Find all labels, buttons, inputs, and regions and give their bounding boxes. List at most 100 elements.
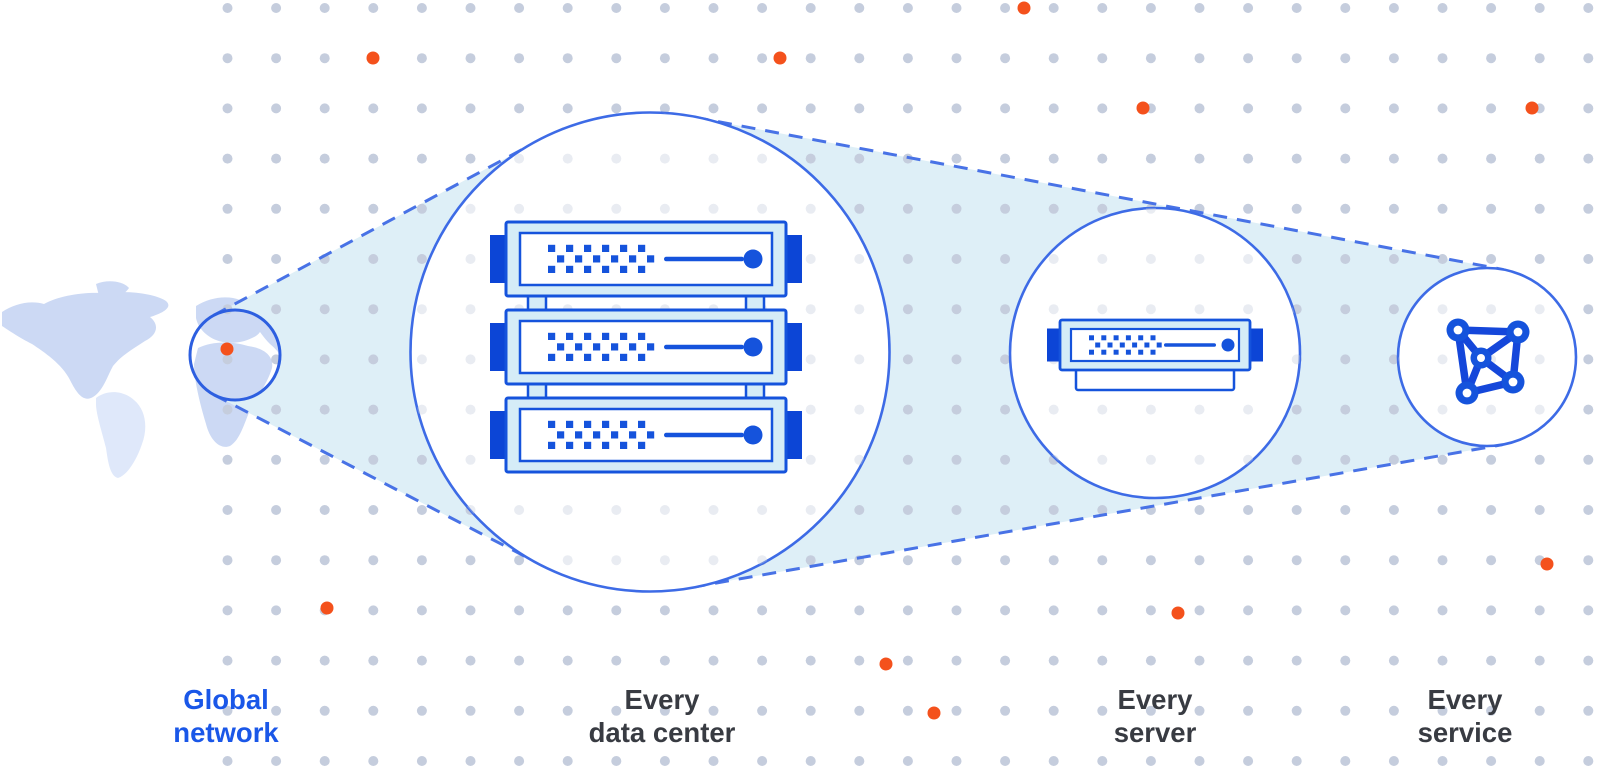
grid-dot (271, 53, 282, 64)
grid-dot (659, 53, 670, 64)
grid-dot (1243, 555, 1254, 566)
grid-dot (368, 3, 379, 13)
vent-dot (620, 441, 628, 449)
grid-dot (805, 756, 816, 766)
grid-dot (902, 254, 913, 264)
grid-dot (562, 505, 573, 515)
grid-dot (368, 354, 379, 365)
server-slot-line (664, 256, 744, 262)
grid-dot (1097, 53, 1108, 64)
grid-dot (562, 705, 573, 716)
grid-dot (854, 3, 865, 13)
grid-dot (1291, 254, 1302, 264)
label-every-server: Every server (1114, 683, 1197, 749)
grid-dot (1243, 203, 1254, 214)
grid-dot (1388, 103, 1399, 114)
grid-dot (805, 153, 816, 164)
label-every-service: Every service (1418, 683, 1513, 749)
grid-dot (465, 354, 476, 365)
grid-dot (319, 103, 330, 114)
grid-dot (1097, 705, 1108, 716)
grid-dot (1534, 304, 1545, 315)
mesh-node-hole (1508, 377, 1518, 387)
label-line: data center (588, 717, 736, 748)
grid-dot (222, 505, 233, 515)
grid-dot (854, 103, 865, 114)
vent-dot (647, 343, 655, 351)
grid-dot (951, 505, 962, 515)
label-line: service (1417, 717, 1513, 748)
grid-dot (854, 705, 865, 716)
grid-dot (222, 705, 233, 716)
vent-dot (584, 441, 592, 449)
grid-dot (271, 705, 282, 716)
grid-dot (757, 505, 768, 515)
grid-dot (1534, 505, 1545, 515)
server-vent-dots (548, 420, 655, 449)
grid-dot (1243, 153, 1254, 164)
vent-dot (602, 441, 610, 449)
grid-dot (1437, 705, 1448, 716)
grid-dot (1145, 655, 1156, 666)
rack-ear (490, 235, 508, 283)
grid-dot (416, 254, 427, 264)
grid-dot (1097, 555, 1108, 566)
map-location-dot (220, 342, 234, 356)
grid-dot (1000, 605, 1011, 616)
continent-north-america (2, 291, 169, 399)
vent-dot (575, 343, 583, 351)
grid-dot (368, 254, 379, 264)
grid-dot (1048, 555, 1059, 566)
vent-dot (1101, 335, 1107, 341)
grid-dot (271, 304, 282, 315)
server-vent-dots (1089, 335, 1162, 355)
grid-dot (1340, 655, 1351, 666)
grid-dot (1437, 153, 1448, 164)
label-line: server (1113, 717, 1197, 748)
grid-dot (854, 505, 865, 515)
grid-dot (854, 605, 865, 616)
vent-dot (584, 332, 592, 340)
server-vent-dots (548, 244, 655, 273)
grid-dot (757, 655, 768, 666)
vent-dot (1107, 342, 1113, 348)
grid-dot (854, 53, 865, 64)
grid-dot (368, 103, 379, 114)
rack-ear (784, 323, 802, 371)
grid-dot (319, 705, 330, 716)
grid-dot (1534, 53, 1545, 64)
grid-dot (1437, 605, 1448, 616)
grid-dot (1194, 655, 1205, 666)
dashed-line (213, 393, 541, 566)
grid-dot (1000, 153, 1011, 164)
grid-dot (805, 304, 816, 315)
grid-dot (1243, 404, 1254, 415)
vent-dot (548, 332, 556, 340)
grid-dot (1388, 354, 1399, 365)
grid-dot (1194, 705, 1205, 716)
vent-dot (548, 265, 556, 273)
grid-dot (514, 153, 525, 164)
grid-dot (1000, 404, 1011, 415)
grid-dot (271, 203, 282, 214)
grid-dot (465, 756, 476, 766)
grid-dot (1340, 103, 1351, 114)
grid-dot (902, 756, 913, 766)
grid-dot (1437, 655, 1448, 666)
grid-dot (1583, 103, 1594, 114)
grid-dot (805, 354, 816, 365)
grid-dot (1340, 555, 1351, 566)
vent-dot (1138, 349, 1144, 355)
vent-dot (557, 343, 565, 351)
grid-dot (319, 505, 330, 515)
grid-dot (1486, 454, 1497, 465)
grid-dot (319, 53, 330, 64)
grid-dot (854, 354, 865, 365)
grid-dot (416, 505, 427, 515)
server-slot-line (664, 344, 744, 350)
grid-dot (1048, 254, 1059, 264)
grid-dot (1000, 655, 1011, 666)
vent-dot (629, 343, 637, 351)
grid-dot (1145, 705, 1156, 716)
grid-dot (1291, 505, 1302, 515)
